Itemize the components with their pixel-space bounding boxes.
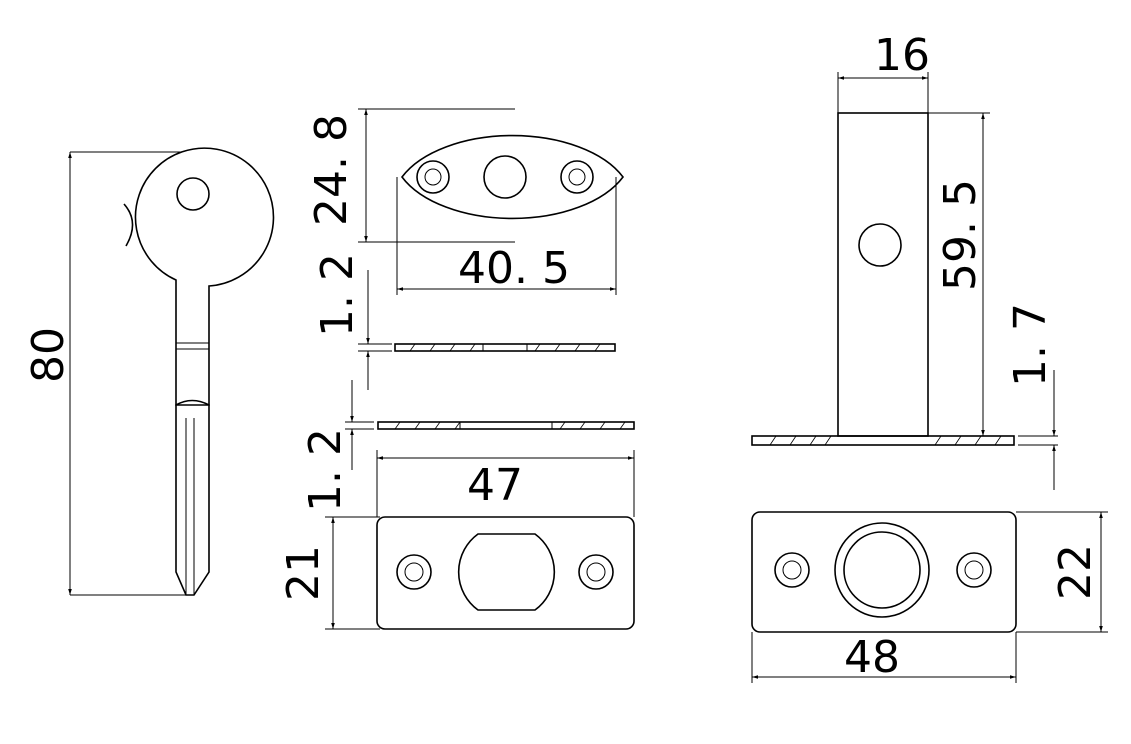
key-head: [134, 147, 275, 288]
oval-plate-drawing: 24. 8 40. 5: [306, 108, 624, 295]
bolt-base-front: 22 48: [751, 511, 1108, 683]
dim-strike-height: 21: [278, 545, 329, 601]
key-drawing: 80: [23, 147, 275, 596]
key-shank: [175, 288, 210, 406]
dim-bolt-width: 16: [874, 30, 930, 81]
bolt-hole: [858, 223, 902, 267]
dim-base-thickness: 1. 7: [1005, 303, 1056, 387]
dim-plate-thickness: 1. 2: [312, 253, 363, 337]
strike-opening: [457, 533, 556, 611]
dim-strike-width: 47: [467, 460, 523, 511]
key-notch: [123, 203, 134, 247]
key-hole: [176, 177, 210, 211]
dim-base-height: 22: [1050, 544, 1101, 600]
oval-plate-outline: [401, 134, 624, 220]
bolt-base-outline: [751, 511, 1017, 633]
dim-key-length: 80: [23, 327, 74, 383]
key-blade: [175, 399, 210, 596]
bolt-body: [837, 112, 929, 437]
dim-base-width: 48: [844, 632, 900, 683]
dim-plate-height: 24. 8: [306, 114, 357, 226]
bolt-side-view: 16 59. 5 1. 7: [751, 30, 1058, 490]
dim-plate-width: 40. 5: [458, 243, 570, 294]
bolt-base-section: [751, 435, 1015, 446]
dim-bolt-length: 59. 5: [935, 179, 986, 291]
strike-plate-section: 1. 2: [300, 380, 635, 512]
strike-plate-front: 47 21: [278, 450, 635, 630]
dim-strike-thickness: 1. 2: [300, 428, 351, 512]
thin-plate-section: 1. 2: [312, 253, 616, 390]
strike-plate-outline: [376, 516, 635, 630]
